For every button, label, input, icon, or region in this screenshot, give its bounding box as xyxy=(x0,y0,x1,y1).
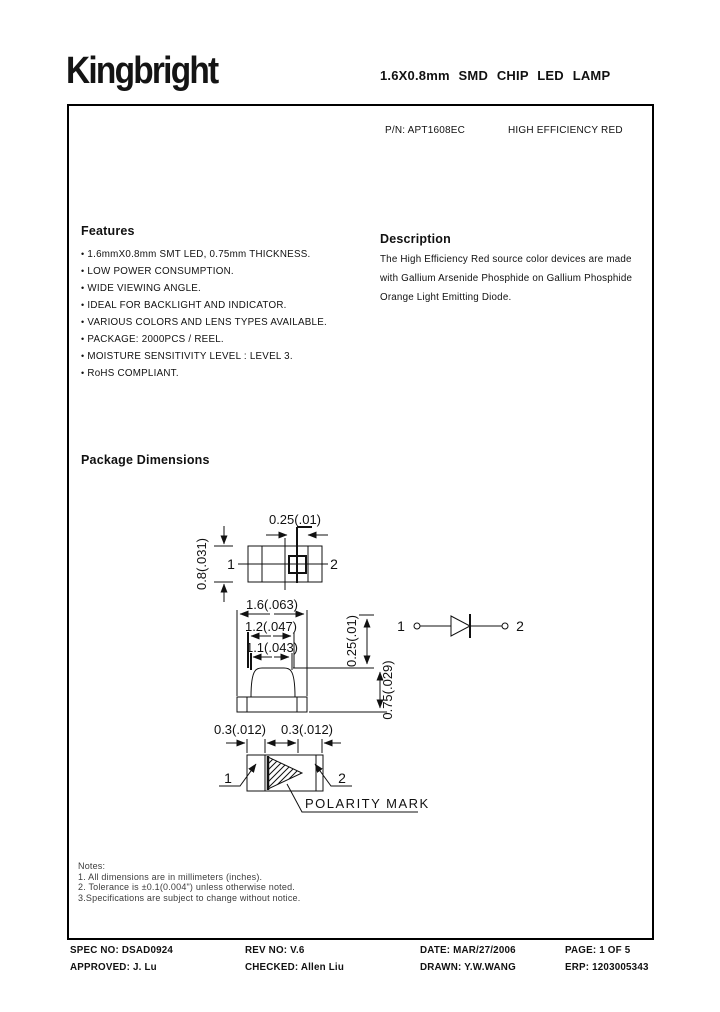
footer-erp: ERP: 1203005343 xyxy=(565,962,649,973)
feature-item: IDEAL FOR BACKLIGHT AND INDICATOR. xyxy=(81,297,327,314)
diode-symbol xyxy=(450,615,472,637)
content-border-box xyxy=(67,104,654,940)
feature-item: 1.6mmX0.8mm SMT LED, 0.75mm THICKNESS. xyxy=(81,246,327,263)
dim-right-terminal-label: 0.3(.012) xyxy=(281,722,333,737)
top-view-pin2-label: 2 xyxy=(330,556,338,572)
polarity-mark-label: POLARITY MARK xyxy=(305,796,430,811)
features-list: 1.6mmX0.8mm SMT LED, 0.75mm THICKNESS. L… xyxy=(81,246,327,382)
page-title: 1.6X0.8mm SMD CHIP LED LAMP xyxy=(380,68,611,83)
description-heading: Description xyxy=(380,232,451,246)
dim-upper-height-label: 0.25(.01) xyxy=(344,615,359,667)
schematic-pin2-label: 2 xyxy=(516,618,524,634)
feature-item: PACKAGE: 2000PCS / REEL. xyxy=(81,331,327,348)
emitted-color: HIGH EFFICIENCY RED xyxy=(508,125,623,136)
schematic-terminal-2 xyxy=(501,622,509,630)
feature-item: RoHS COMPLIANT. xyxy=(81,365,327,382)
description-line: The High Efficiency Red source color dev… xyxy=(380,254,632,265)
feature-item: WIDE VIEWING ANGLE. xyxy=(81,280,327,297)
polarity-mark-triangle xyxy=(267,756,304,790)
feature-item: MOISTURE SENSITIVITY LEVEL : LEVEL 3. xyxy=(81,348,327,365)
side-view-base xyxy=(236,696,308,713)
note-line: 1. All dimensions are in millimeters (in… xyxy=(78,871,263,882)
brand-logo: Kingbright xyxy=(66,50,219,92)
dim-chip-width-label: 0.25(.01) xyxy=(269,512,321,527)
feature-item: LOW POWER CONSUMPTION. xyxy=(81,263,327,280)
dim-inner-width-label: 1.1(.043) xyxy=(246,640,298,655)
part-number: P/N: APT1608EC xyxy=(385,125,466,136)
diode-schematic xyxy=(413,614,509,638)
dim-outer-width-label: 1.6(.063) xyxy=(246,597,298,612)
top-view-drawing xyxy=(214,526,328,602)
dim-left-terminal-label: 0.3(.012) xyxy=(214,722,266,737)
side-view-epoxy-dome xyxy=(250,667,296,698)
note-line: 3.Specifications are subject to change w… xyxy=(78,892,301,903)
schematic-terminal-1 xyxy=(413,622,421,630)
package-dimensions-drawing: 0.25(.01) 0.8(.031) 1 2 1.6(.063) 1.2(.0 xyxy=(194,512,524,813)
footer-page: PAGE: 1 OF 5 xyxy=(565,945,631,956)
pin1-leader xyxy=(219,763,257,787)
top-view-pin1-label: 1 xyxy=(227,556,235,572)
note-line: 2. Tolerance is ±0.1(0.004") unless othe… xyxy=(78,882,295,892)
footer-date: DATE: MAR/27/2006 xyxy=(420,945,516,956)
side-view-drawing xyxy=(236,610,387,713)
polarity-leader xyxy=(286,783,418,813)
bottom-view-drawing xyxy=(219,739,418,813)
footer-rev-no: REV NO: V.6 xyxy=(245,945,305,956)
description-text: The High Efficiency Red source color dev… xyxy=(380,250,632,307)
dim-mid-width-label: 1.2(.047) xyxy=(245,619,297,634)
notes-title: Notes: xyxy=(78,861,106,871)
feature-item: VARIOUS COLORS AND LENS TYPES AVAILABLE. xyxy=(81,314,327,331)
footer-checked: CHECKED: Allen Liu xyxy=(245,962,345,973)
pin2-leader xyxy=(314,763,352,787)
features-heading: Features xyxy=(81,224,135,238)
bottom-view-pin1-label: 1 xyxy=(224,770,232,786)
package-dimensions-heading: Package Dimensions xyxy=(81,453,210,467)
footer-spec-no: SPEC NO: DSAD0924 xyxy=(70,945,174,956)
bottom-view-pin2-label: 2 xyxy=(338,770,346,786)
bottom-view-body xyxy=(246,754,324,792)
footer-approved: APPROVED: J. Lu xyxy=(70,962,157,973)
dim-package-height-label: 0.8(.031) xyxy=(194,538,209,590)
dim-overall-height-label: 0.75(.029) xyxy=(380,660,395,719)
footer-drawn: DRAWN: Y.W.WANG xyxy=(420,962,516,973)
description-line: Orange Light Emitting Diode. xyxy=(380,292,512,303)
notes-block: Notes: 1. All dimensions are in millimet… xyxy=(78,861,300,903)
description-line: with Gallium Arsenide Phosphide on Galli… xyxy=(380,273,633,284)
schematic-pin1-label: 1 xyxy=(397,618,405,634)
